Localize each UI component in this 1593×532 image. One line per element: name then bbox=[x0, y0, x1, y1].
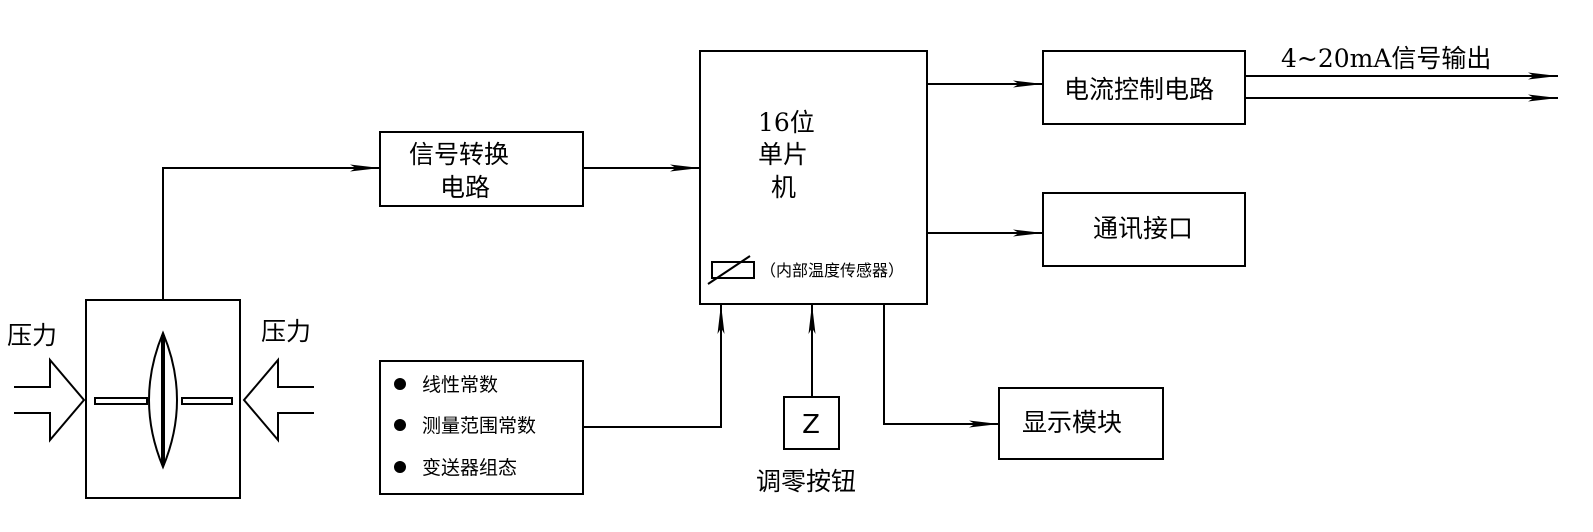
pressure-sensor bbox=[85, 299, 241, 499]
signal-conversion-label-line1: 信号转换 bbox=[409, 140, 509, 169]
config-item-range: 测量范围常数 bbox=[422, 415, 536, 437]
right-pressure-arrow-icon bbox=[242, 357, 314, 443]
current-control-block: 电流控制电路 bbox=[1042, 50, 1246, 125]
zero-button: Z bbox=[783, 396, 840, 450]
mcu-label-line3: 机 bbox=[771, 173, 796, 202]
bullet-icon bbox=[394, 378, 406, 390]
mcu-label-line2: 单片 bbox=[758, 140, 808, 169]
config-block: 线性常数 测量范围常数 变送器组态 bbox=[379, 360, 584, 495]
temperature-sensor-label: （内部温度传感器） bbox=[760, 261, 904, 280]
communication-block: 通讯接口 bbox=[1042, 192, 1246, 267]
zero-key-label: Z bbox=[802, 410, 820, 440]
bullet-icon bbox=[394, 461, 406, 473]
wire-config-to-mcu bbox=[583, 304, 725, 428]
display-label: 显示模块 bbox=[1022, 408, 1122, 437]
display-block: 显示模块 bbox=[998, 387, 1164, 460]
connections bbox=[162, 72, 1558, 428]
bullet-icon bbox=[394, 419, 406, 431]
left-pressure-label: 压力 bbox=[7, 321, 57, 350]
signal-conversion-label-line2: 电路 bbox=[440, 173, 490, 202]
right-pressure-label: 压力 bbox=[261, 317, 311, 346]
right-plate bbox=[181, 397, 233, 405]
zero-button-label: 调零按钮 bbox=[756, 467, 856, 496]
config-item-state: 变送器组态 bbox=[422, 457, 517, 479]
current-control-label: 电流控制电路 bbox=[1064, 75, 1214, 104]
communication-label: 通讯接口 bbox=[1093, 214, 1193, 243]
left-plate bbox=[94, 397, 148, 405]
left-pressure-arrow-icon bbox=[14, 357, 86, 443]
config-item-linear: 线性常数 bbox=[422, 374, 498, 396]
signal-conversion-block: 信号转换 电路 bbox=[379, 131, 584, 207]
mcu-block: 16位 单片 机 （内部温度传感器） bbox=[699, 50, 928, 305]
mcu-label-line1: 16位 bbox=[758, 108, 815, 137]
wire-sensor-to-converter bbox=[162, 164, 380, 300]
wire-mcu-to-display bbox=[883, 304, 999, 428]
output-signal-label: 4~20mA信号输出 bbox=[1281, 44, 1491, 73]
temperature-sensor-icon bbox=[707, 255, 755, 285]
